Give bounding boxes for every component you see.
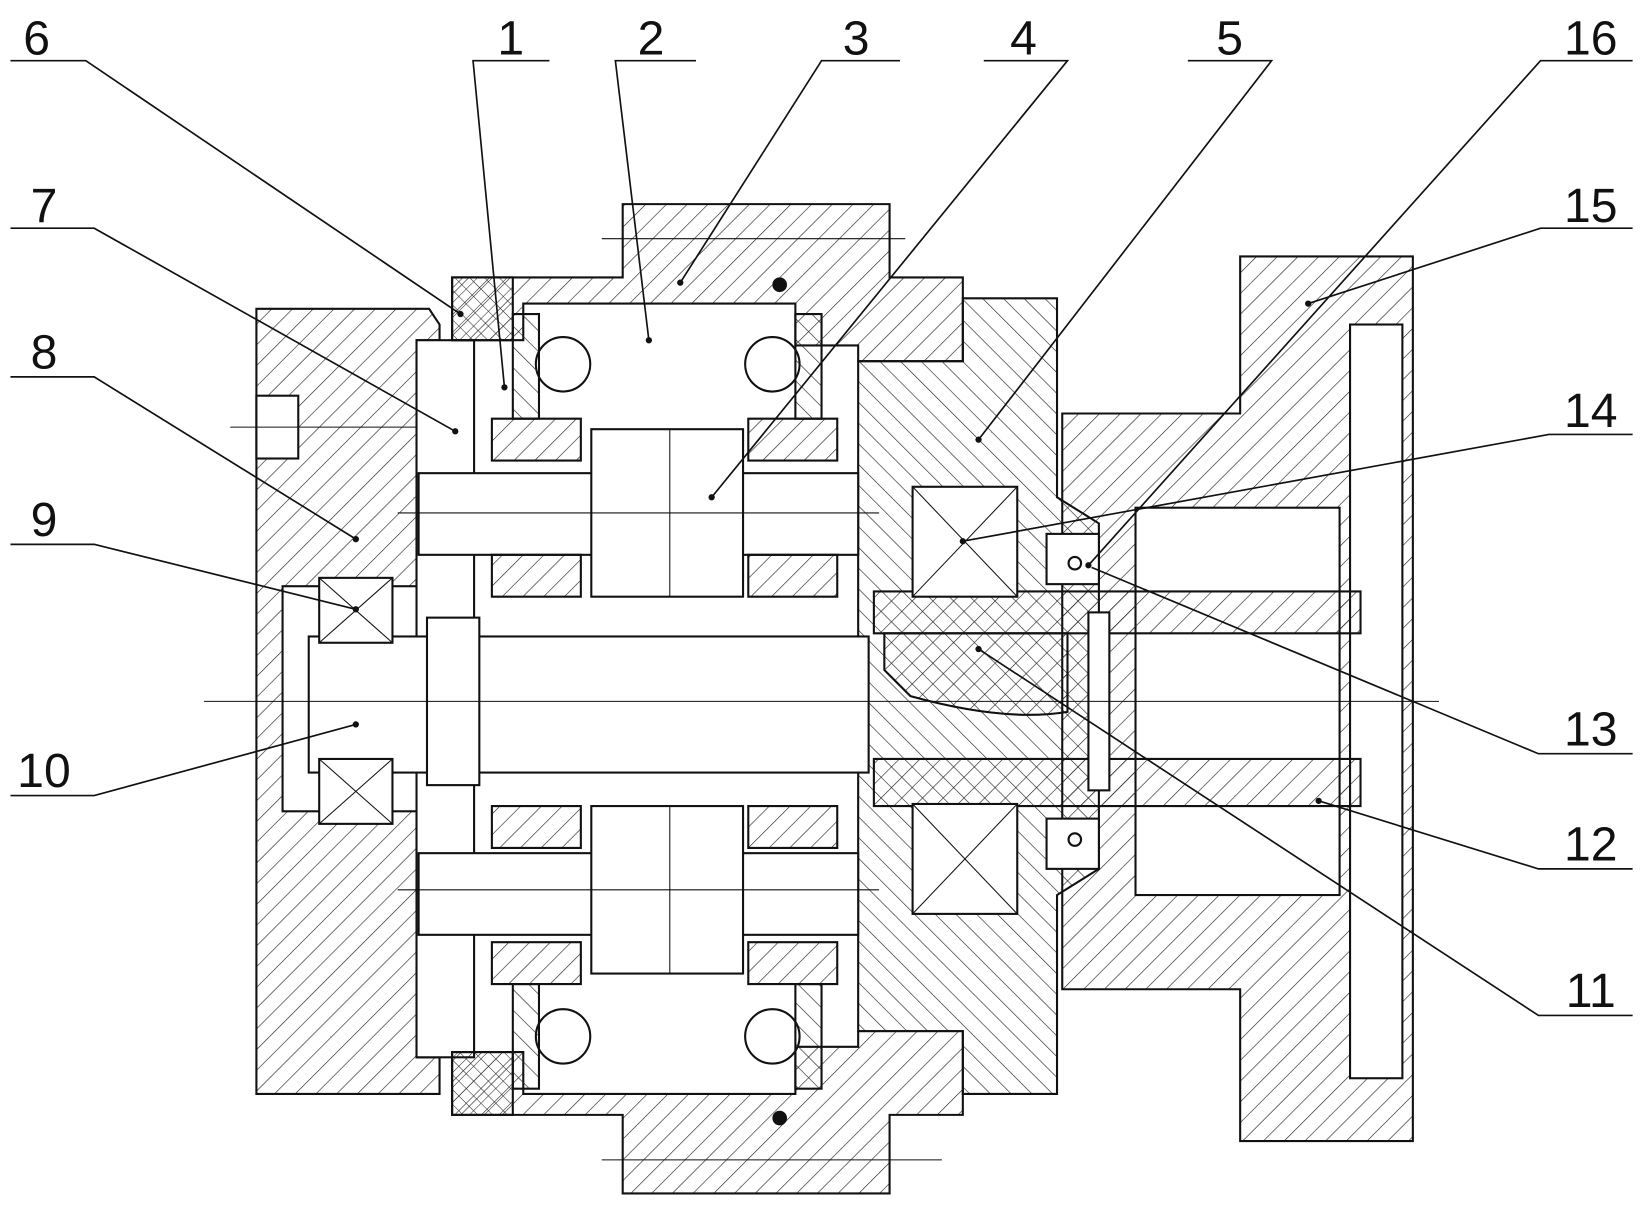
callout-label: 3 [843,11,870,65]
assembly-geometry [204,204,1439,1193]
callout-label: 13 [1564,702,1618,756]
callout-label: 1 [497,11,524,65]
callout-label: 10 [17,744,71,798]
callout-label: 6 [23,11,50,65]
callout-label: 12 [1564,817,1618,871]
callout-label: 11 [1566,964,1616,1018]
callout-label: 2 [638,11,665,65]
callout-label: 9 [31,493,58,547]
callout-label: 8 [31,325,58,379]
callout-6: 6 [10,11,463,317]
callout-label: 5 [1216,11,1243,65]
ball-bearing [745,1009,799,1063]
callout-label: 16 [1564,11,1618,65]
callout-label: 14 [1564,384,1618,438]
input-shaft [309,636,869,772]
callout-label: 7 [31,179,58,233]
ball-bearing [536,1009,590,1063]
ball-bearing [745,337,799,391]
ball-bearing [536,337,590,391]
callout-7: 7 [10,179,458,435]
callout-label: 15 [1564,179,1618,233]
callout-label: 4 [1010,11,1037,65]
